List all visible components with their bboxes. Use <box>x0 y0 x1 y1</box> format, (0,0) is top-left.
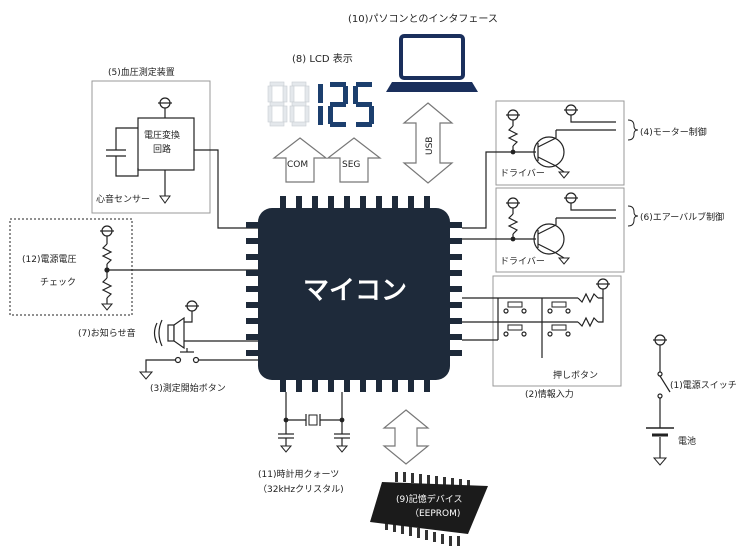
bp-device-label: (5)血圧測定装置 <box>108 66 175 78</box>
push-button-label: 押しボタン <box>553 369 598 381</box>
seg-arrow: SEG <box>326 137 382 183</box>
voltage-converter-label-1: 電圧変換 <box>144 129 180 141</box>
crystal-circuit <box>278 392 350 453</box>
battery-label: 電池 <box>678 435 696 447</box>
voltage-converter-box <box>137 117 195 171</box>
voltage-divider <box>100 225 114 311</box>
info-input-label: (2)情報入力 <box>525 388 574 400</box>
memory-label-2: （EEPROM) <box>410 508 460 519</box>
heart-sensor-label: 心音センサー <box>96 193 150 205</box>
power-check-label-1: (12)電源電圧 <box>22 254 76 265</box>
lcd-label: (8) LCD 表示 <box>292 52 353 65</box>
info-input-box <box>492 275 622 387</box>
bp-device-box <box>91 80 211 214</box>
seg-label: SEG <box>342 160 360 170</box>
memory-arrow <box>382 409 430 465</box>
power-switch <box>653 334 671 428</box>
memory-label-1: (9)記憶デバイス <box>396 493 462 505</box>
eeprom-chip: (9)記憶デバイス （EEPROM) <box>370 472 488 546</box>
start-button-label: (3)測定開始ボタン <box>150 382 226 394</box>
usb-arrow: USB <box>402 102 454 184</box>
motor-driver-circuit <box>462 104 639 229</box>
power-symbol-icon <box>158 97 172 118</box>
pc-interface-label: (10)パソコンとのインタフェース <box>348 13 498 25</box>
notification-label: (7)お知らせ音 <box>78 327 136 339</box>
com-label: COM <box>287 160 308 170</box>
power-check-box <box>9 218 133 316</box>
speaker-icon <box>153 300 262 350</box>
driver-label-2: ドライバー <box>500 256 545 267</box>
power-switch-label: (1)電源スイッチ <box>670 380 737 391</box>
laptop-icon <box>386 34 478 92</box>
push-button-matrix <box>462 278 610 358</box>
air-driver-circuit <box>462 192 639 265</box>
driver-label-1: ドライバー <box>500 168 545 179</box>
battery-icon <box>646 427 674 466</box>
voltage-converter-label-2: 回路 <box>153 143 171 155</box>
lcd-display <box>267 81 374 127</box>
air-valve-label: (6)エアーバルブ制御 <box>640 211 724 223</box>
crystal-label-1: (11)時計用クォーツ <box>258 468 339 480</box>
mcu-label: マイコン <box>303 276 407 306</box>
capacitor-icon <box>106 127 139 177</box>
start-button-switch <box>138 348 262 380</box>
usb-label: USB <box>425 137 435 155</box>
crystal-label-2: （32kHzクリスタル) <box>258 484 344 495</box>
com-arrow: COM <box>272 137 328 183</box>
ground-icon <box>159 170 171 204</box>
motor-control-label: (4)モーター制御 <box>640 126 707 138</box>
power-check-label-2: チェック <box>40 277 76 288</box>
mcu-chip: マイコン <box>246 196 462 392</box>
